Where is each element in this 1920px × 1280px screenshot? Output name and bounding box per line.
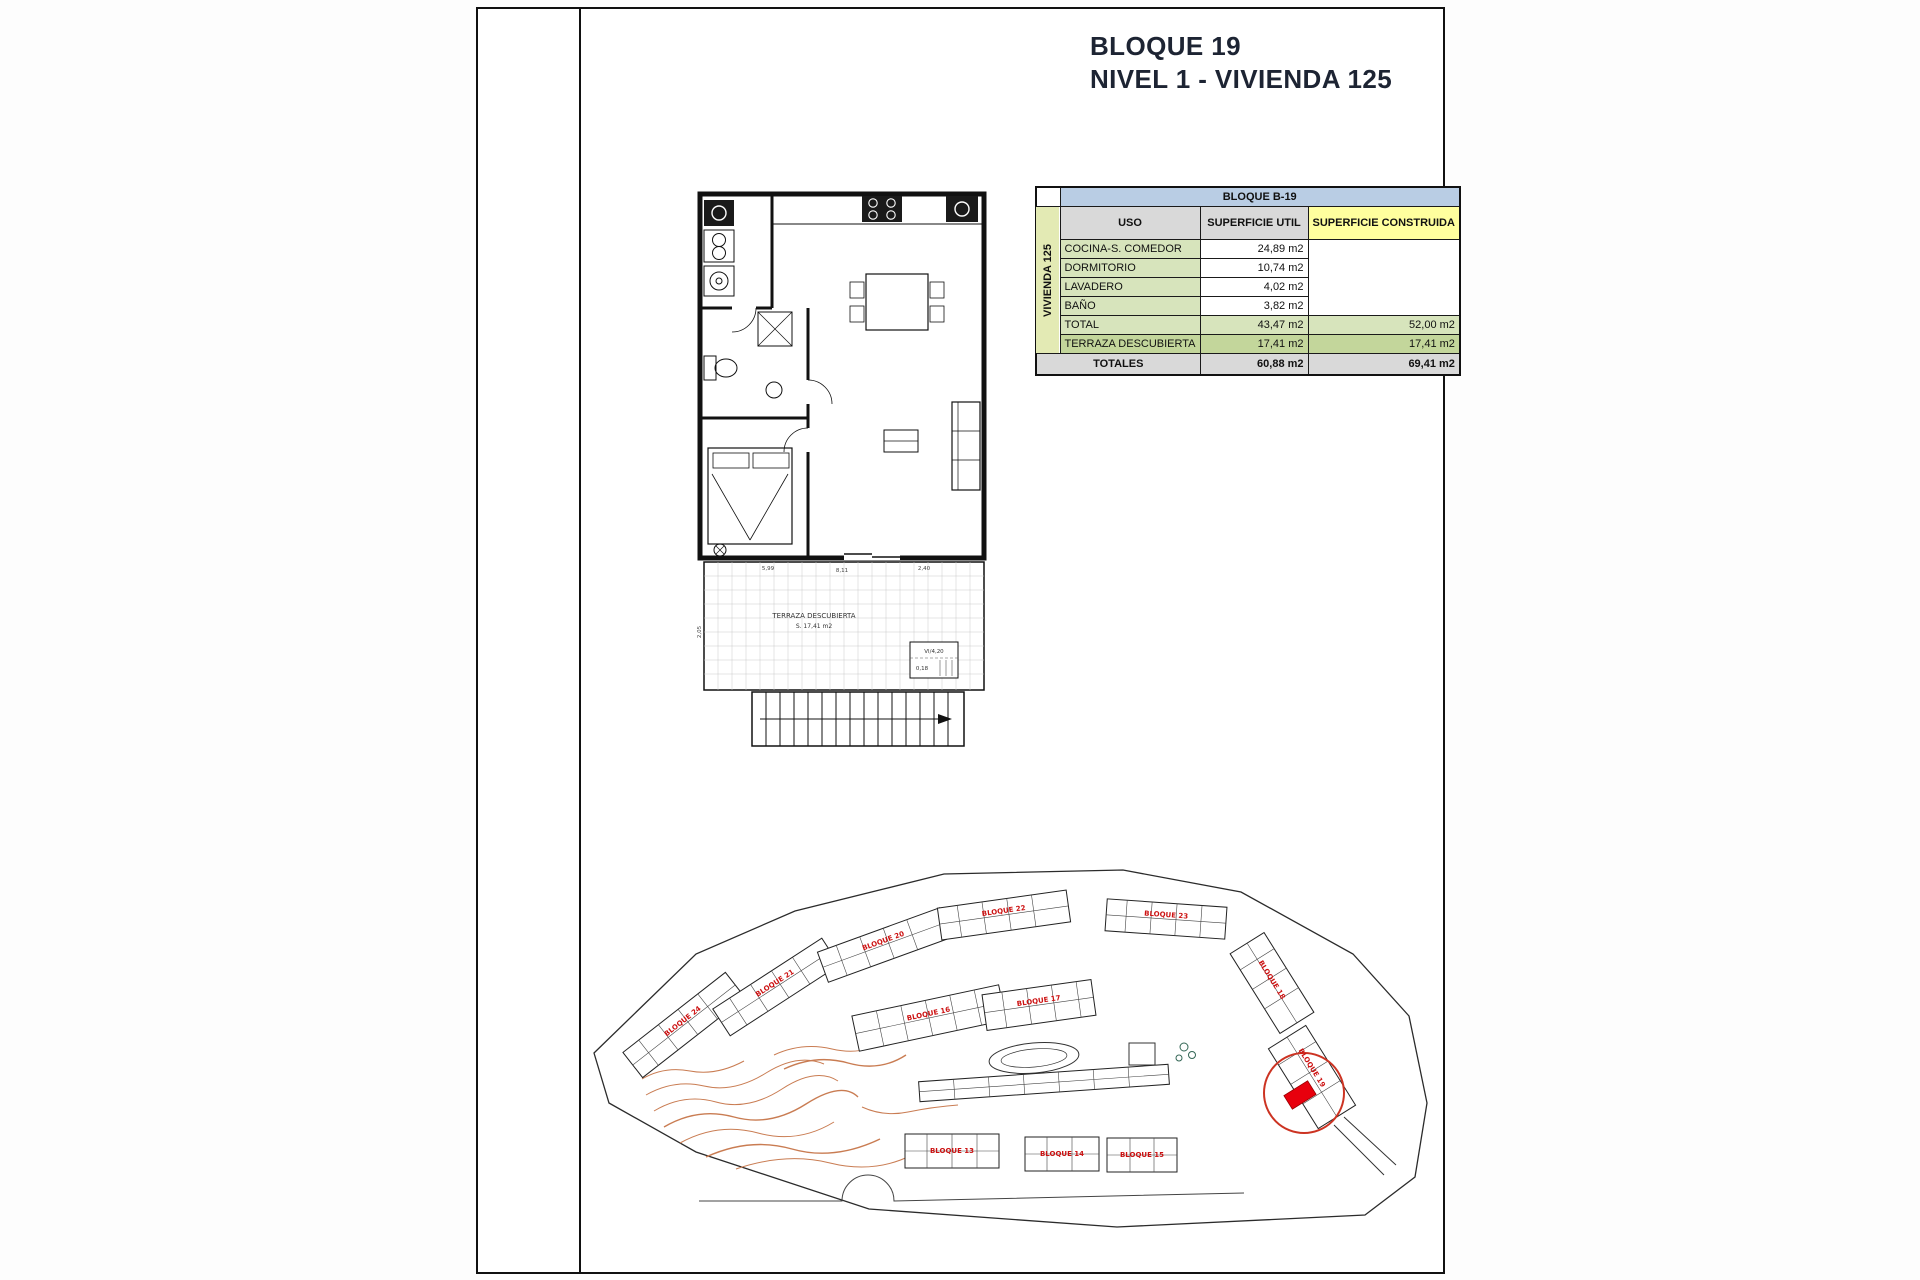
external-stairs: [751, 691, 965, 747]
balcony-door: [844, 550, 900, 560]
table-cell-construida: 17,41 m2: [1307, 334, 1461, 354]
trees: [1175, 1042, 1196, 1062]
site-block-label: BLOQUE 23: [1144, 909, 1189, 920]
dim-top-mid: 8,11: [836, 568, 848, 574]
site-block-label: BLOQUE 13: [930, 1147, 974, 1155]
table-cell-util: 24,89 m2: [1199, 239, 1309, 259]
site-block-label: BLOQUE 14: [1040, 1150, 1084, 1158]
stair-note-2: 0,18: [916, 666, 929, 672]
table-cell-construida: 52,00 m2: [1307, 315, 1461, 335]
site-block-label: BLOQUE 15: [1120, 1151, 1164, 1159]
pool-area: [988, 1042, 1156, 1074]
title-line-level: NIVEL 1 - VIVIENDA 125: [1090, 63, 1393, 94]
table-cell-uso: TOTAL: [1059, 315, 1201, 335]
table-cell-util: 17,41 m2: [1199, 334, 1309, 354]
col-header-uso: USO: [1059, 206, 1201, 240]
site-buildings: [622, 889, 1357, 1173]
floor-plan-drawing: TERRAZA DESCUBIERTA S. 17,41 m2 5,99 8,1…: [697, 191, 987, 747]
table-cell-util: 43,47 m2: [1199, 315, 1309, 335]
col-header-util: SUPERFICIE UTIL: [1199, 206, 1309, 240]
living-furniture: [849, 273, 981, 491]
table-cell-util: 3,82 m2: [1199, 296, 1309, 316]
title-line-block: BLOQUE 19: [1090, 31, 1241, 61]
vivienda-vertical-label: VIVIENDA 125: [1036, 206, 1060, 354]
access-road: [699, 1174, 1245, 1202]
apartment-walls: [697, 191, 987, 561]
highlight-circle: [1263, 1052, 1345, 1134]
table-cell-construida-empty: [1307, 239, 1461, 316]
drawing-title: BLOQUE 19 NIVEL 1 - VIVIENDA 125: [1090, 30, 1392, 95]
terrace-label: TERRAZA DESCUBIERTA: [771, 612, 855, 620]
dim-left: 2,05: [697, 625, 703, 638]
dim-top-right: 2,40: [918, 566, 931, 572]
table-cell-uso: BAÑO: [1059, 296, 1201, 316]
bathroom-fixtures: [703, 311, 793, 399]
table-cell-uso: LAVADERO: [1059, 277, 1201, 297]
stair-direction-arrow: [938, 714, 952, 724]
terrace: TERRAZA DESCUBIERTA S. 17,41 m2 5,99 8,1…: [697, 561, 985, 691]
walkway-lines: [1333, 1116, 1397, 1176]
areas-table: BLOQUE B-19 VIVIENDA 125 USO SUPERFICIE …: [1035, 186, 1461, 376]
terrace-area-label: S. 17,41 m2: [796, 623, 833, 630]
bedroom-furniture: [707, 447, 793, 557]
table-cell-uso: COCINA-S. COMEDOR: [1059, 239, 1201, 259]
table-cell-util: 4,02 m2: [1199, 277, 1309, 297]
totals-construida-cell: 69,41 m2: [1307, 353, 1461, 376]
table-cell-uso: DORMITORIO: [1059, 258, 1201, 278]
totals-util-cell: 60,88 m2: [1199, 353, 1309, 376]
contour-lines: [641, 1040, 959, 1170]
table-cell-util: 10,74 m2: [1199, 258, 1309, 278]
totals-label-cell: TOTALES: [1035, 353, 1201, 376]
block-header-cell: BLOQUE B-19: [1059, 186, 1461, 207]
table-corner-cell: [1035, 186, 1061, 207]
col-header-construida: SUPERFICIE CONSTRUIDA: [1307, 206, 1461, 240]
site-plan-drawing: BLOQUE 24 BLOQUE 21 BLOQUE 20 BLOQUE 22 …: [593, 869, 1428, 1228]
dim-top-left: 5,99: [762, 566, 775, 572]
table-cell-uso: TERRAZA DESCUBIERTA: [1059, 334, 1201, 354]
highlighted-unit: [1283, 1080, 1317, 1110]
kitchen-fixtures: [703, 196, 978, 297]
stair-note: Vl/4,20: [924, 649, 944, 655]
